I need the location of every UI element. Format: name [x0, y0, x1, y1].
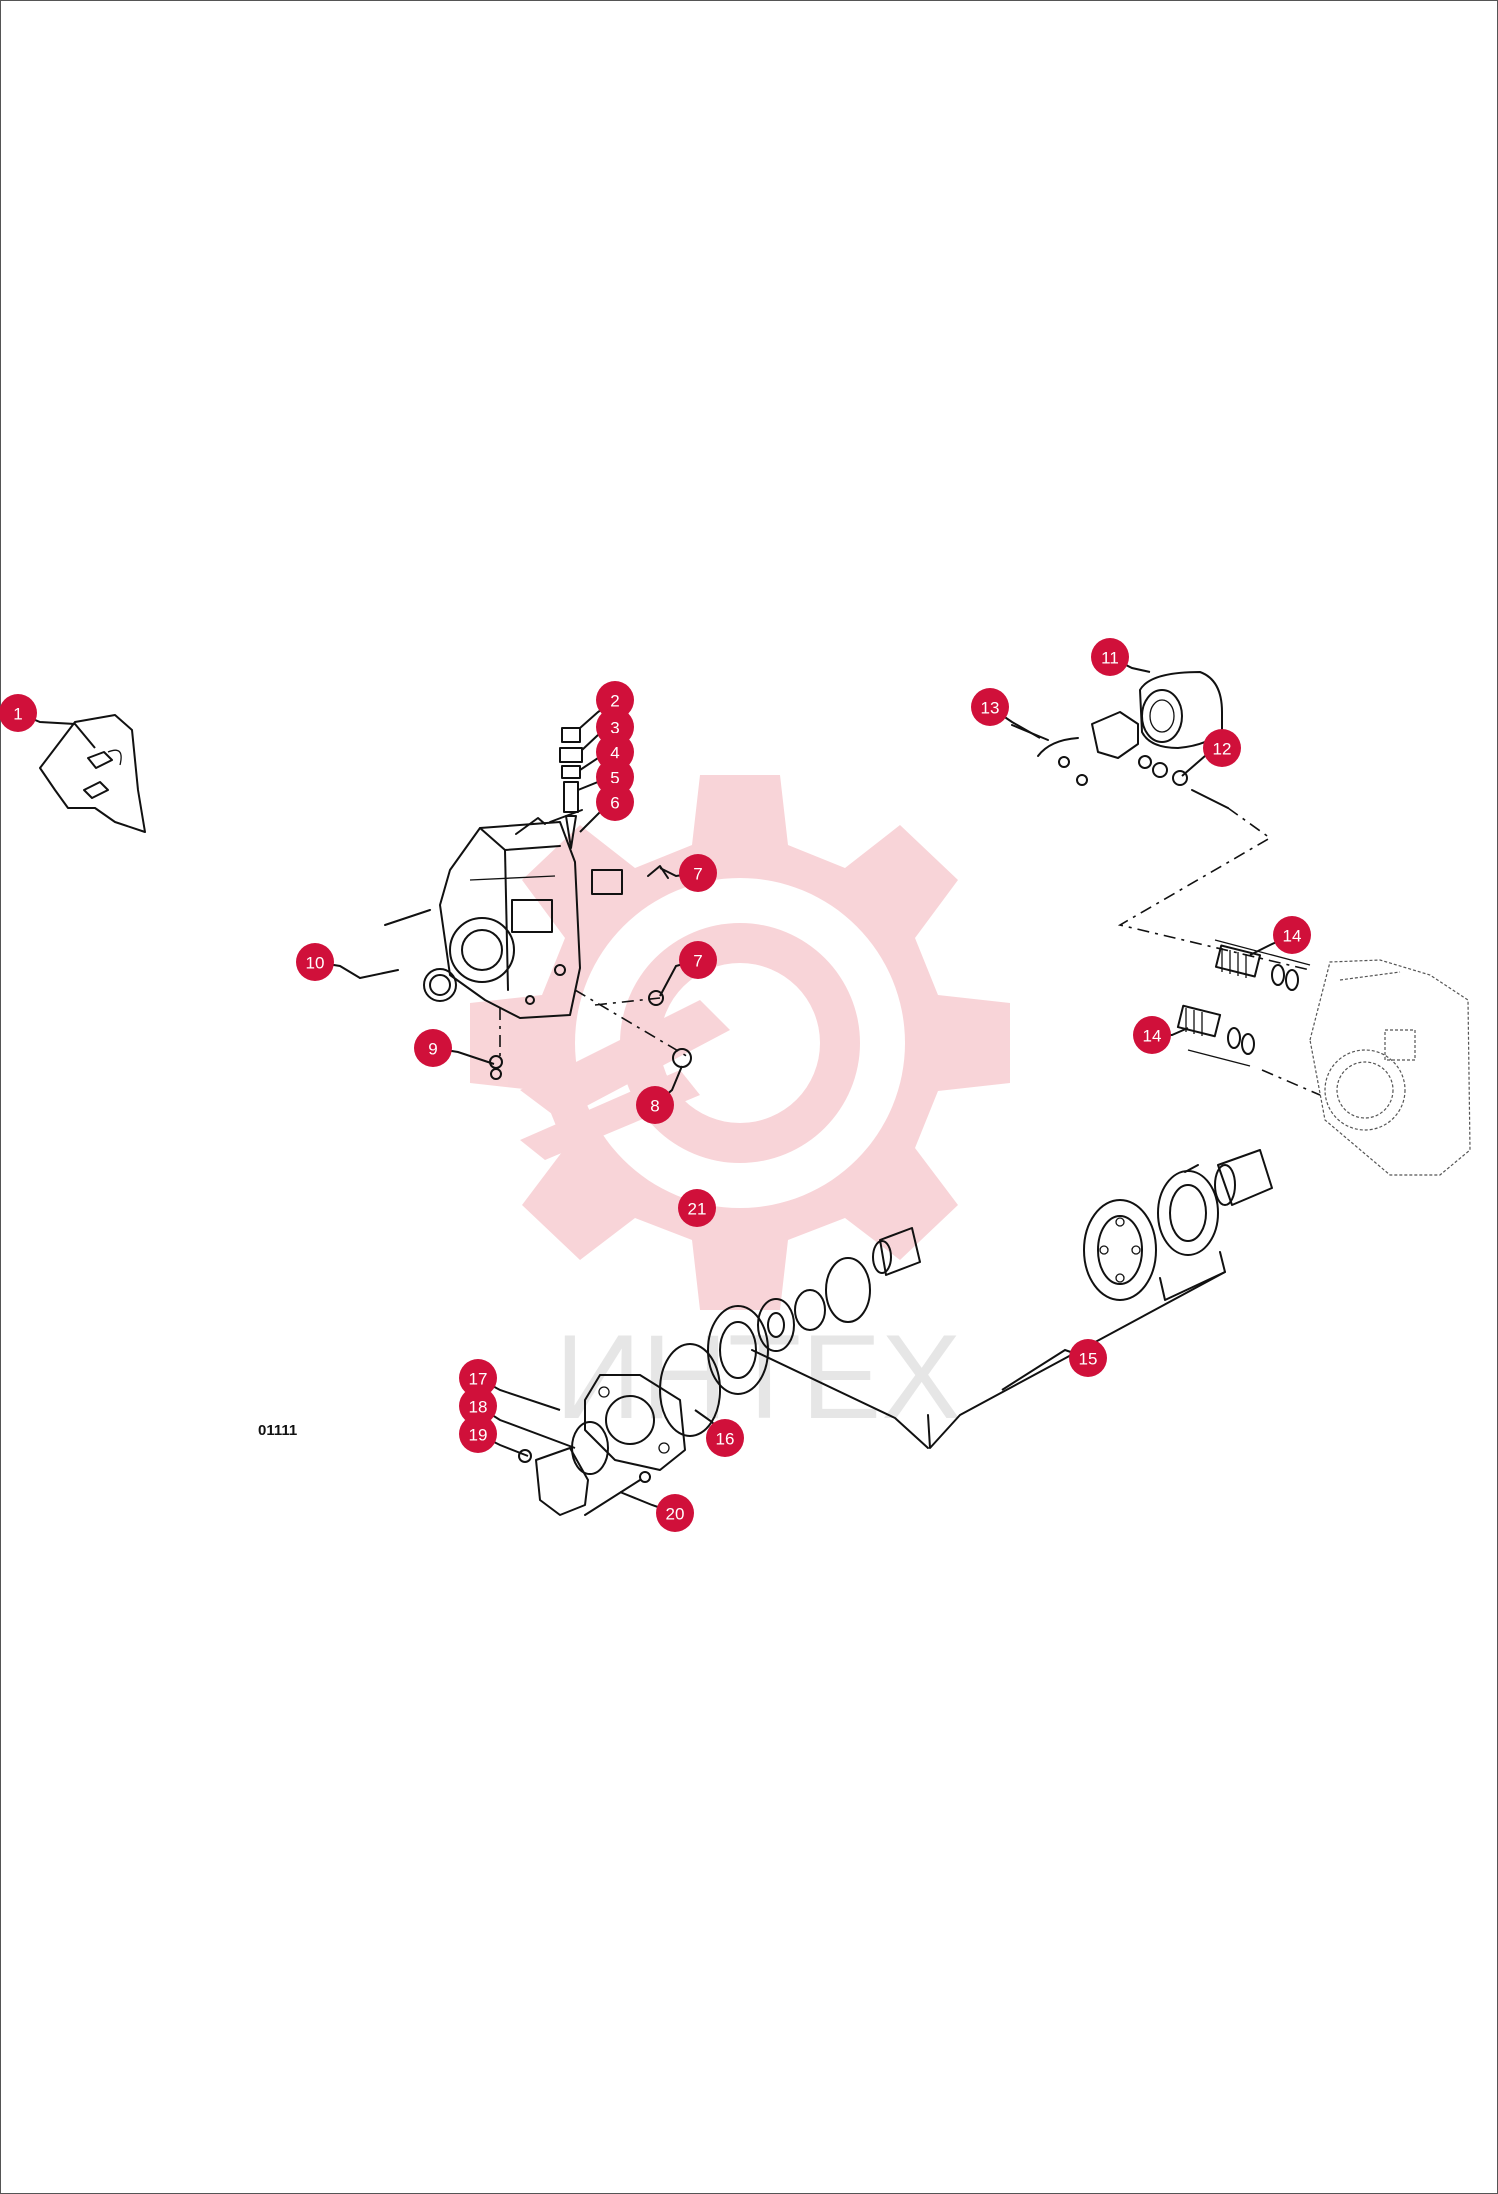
callout-label: 7	[693, 865, 702, 884]
callout-label: 13	[981, 699, 1000, 718]
callout-circle	[596, 681, 634, 719]
callout-9[interactable]: 9	[414, 1029, 452, 1067]
callout-2[interactable]: 2	[596, 681, 634, 719]
callout-circle	[1091, 638, 1129, 676]
part-relief-valve-lower	[1176, 1004, 1255, 1067]
callout-14[interactable]: 14	[1273, 916, 1311, 954]
callout-label: 5	[610, 769, 619, 788]
callout-17[interactable]: 17	[459, 1359, 497, 1397]
callout-18[interactable]: 18	[459, 1387, 497, 1425]
callout-label: 21	[688, 1200, 707, 1219]
callout-label: 17	[469, 1370, 488, 1389]
callout-label: 14	[1143, 1027, 1162, 1046]
part-cartridge-stack	[559, 727, 583, 849]
callout-8[interactable]: 8	[636, 1086, 674, 1124]
callout-circle	[459, 1387, 497, 1425]
callout-label: 19	[469, 1426, 488, 1445]
callout-label: 12	[1213, 740, 1232, 759]
callout-circle	[678, 1189, 716, 1227]
callout-7[interactable]: 7	[679, 941, 717, 979]
callout-label: 6	[610, 794, 619, 813]
callout-label: 11	[1101, 649, 1119, 668]
callout-label: 2	[610, 692, 619, 711]
callout-13[interactable]: 13	[971, 688, 1009, 726]
callout-label: 20	[666, 1505, 685, 1524]
callout-14[interactable]: 14	[1133, 1016, 1171, 1054]
callout-circle	[459, 1415, 497, 1453]
part-end-cover	[518, 1305, 769, 1516]
part-relief-valve-upper	[1214, 939, 1311, 991]
callout-circle	[656, 1494, 694, 1532]
part-solenoid-assembly	[1011, 671, 1229, 809]
callout-20[interactable]: 20	[656, 1494, 694, 1532]
callout-label: 18	[469, 1398, 488, 1417]
callout-label: 7	[693, 952, 702, 971]
callout-10[interactable]: 10	[296, 943, 334, 981]
callout-circle	[0, 694, 37, 732]
callout-circle	[1069, 1339, 1107, 1377]
callout-circle	[971, 688, 1009, 726]
centerline	[594, 997, 661, 1006]
callout-circle	[596, 783, 634, 821]
callout-circle	[1203, 729, 1241, 767]
drawing-code: 01111	[258, 1422, 297, 1439]
part-shaft-assembly	[751, 1149, 1273, 1449]
callout-label: 15	[1079, 1350, 1098, 1369]
callout-circle	[679, 854, 717, 892]
callout-label: 9	[428, 1040, 437, 1059]
part-bracket-fitting	[39, 714, 146, 833]
callout-label: 1	[13, 705, 22, 724]
callout-6[interactable]: 6	[596, 783, 634, 821]
callout-label: 3	[610, 719, 619, 738]
callout-1[interactable]: 1	[0, 694, 37, 732]
callout-12[interactable]: 12	[1203, 729, 1241, 767]
callout-circle	[296, 943, 334, 981]
callout-circle	[1133, 1016, 1171, 1054]
watermark-logo: ИНТЕХ	[470, 775, 1010, 1444]
callout-circle	[636, 1086, 674, 1124]
callout-16[interactable]: 16	[706, 1419, 744, 1457]
callout-circle	[706, 1419, 744, 1457]
callout-7[interactable]: 7	[679, 854, 717, 892]
callout-19[interactable]: 19	[459, 1415, 497, 1453]
centerline	[574, 989, 691, 1059]
callout-label: 14	[1283, 927, 1302, 946]
callout-label: 8	[650, 1097, 659, 1116]
centerline	[1261, 1069, 1321, 1096]
centerline	[1117, 807, 1311, 971]
callout-15[interactable]: 15	[1069, 1339, 1107, 1377]
callout-circle	[1273, 916, 1311, 954]
callout-label: 4	[610, 744, 619, 763]
part-pump-body	[1309, 959, 1471, 1176]
callout-11[interactable]: 11	[1091, 638, 1129, 676]
callout-circle	[459, 1359, 497, 1397]
callout-circle	[679, 941, 717, 979]
part-valve-housing	[439, 809, 583, 1019]
callout-circle	[414, 1029, 452, 1067]
callout-label: 10	[306, 954, 325, 973]
callout-label: 16	[716, 1430, 735, 1449]
callout-21[interactable]: 21	[678, 1189, 716, 1227]
